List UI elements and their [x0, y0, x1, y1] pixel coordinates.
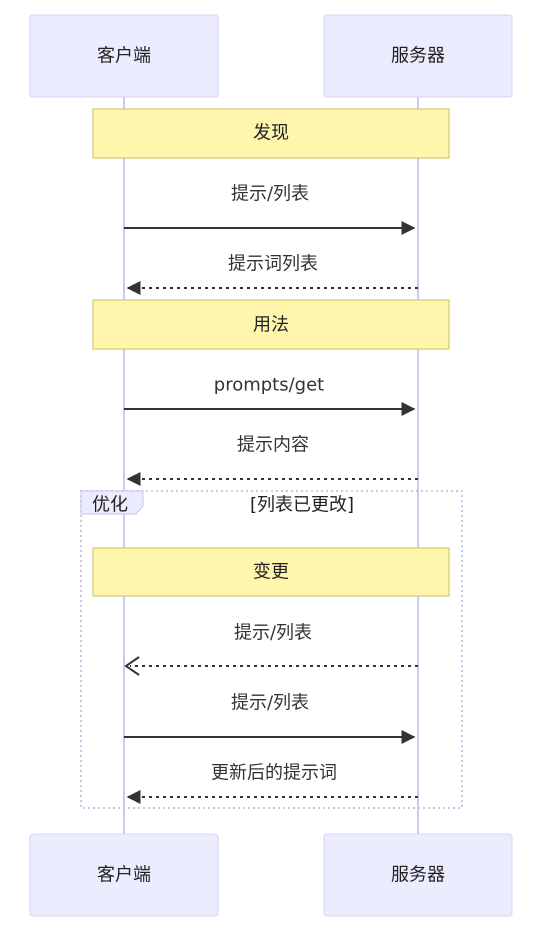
message-5-label: 提示/列表: [234, 623, 312, 644]
client-actor-top-label: 客户端: [97, 46, 151, 67]
server-actor-top: 服务器: [323, 14, 513, 98]
note-change-label: 变更: [253, 562, 289, 583]
loop-frame: 优化 [列表已更改]: [80, 490, 463, 809]
note-usage: 用法: [92, 299, 450, 350]
client-actor-bottom: 客户端: [29, 833, 219, 917]
note-discovery: 发现: [92, 108, 450, 159]
note-usage-label: 用法: [253, 315, 289, 336]
client-actor-top: 客户端: [29, 14, 219, 98]
message-6-label: 提示/列表: [231, 693, 309, 714]
server-actor-bottom-label: 服务器: [391, 865, 445, 886]
message-4-label: 提示内容: [237, 435, 309, 456]
message-1-label: 提示/列表: [231, 184, 309, 205]
message-3-label: prompts/get: [214, 375, 324, 396]
server-actor-top-label: 服务器: [391, 46, 445, 67]
note-discovery-label: 发现: [253, 123, 289, 144]
message-2-label: 提示词列表: [228, 254, 318, 275]
note-change: 变更: [92, 547, 450, 597]
message-5-arrowhead-icon: [124, 656, 140, 676]
server-actor-bottom: 服务器: [323, 833, 513, 917]
message-7-label: 更新后的提示词: [211, 763, 337, 784]
loop-keyword: 优化: [92, 495, 128, 516]
loop-condition: [列表已更改]: [250, 495, 354, 516]
client-actor-bottom-label: 客户端: [97, 865, 151, 886]
